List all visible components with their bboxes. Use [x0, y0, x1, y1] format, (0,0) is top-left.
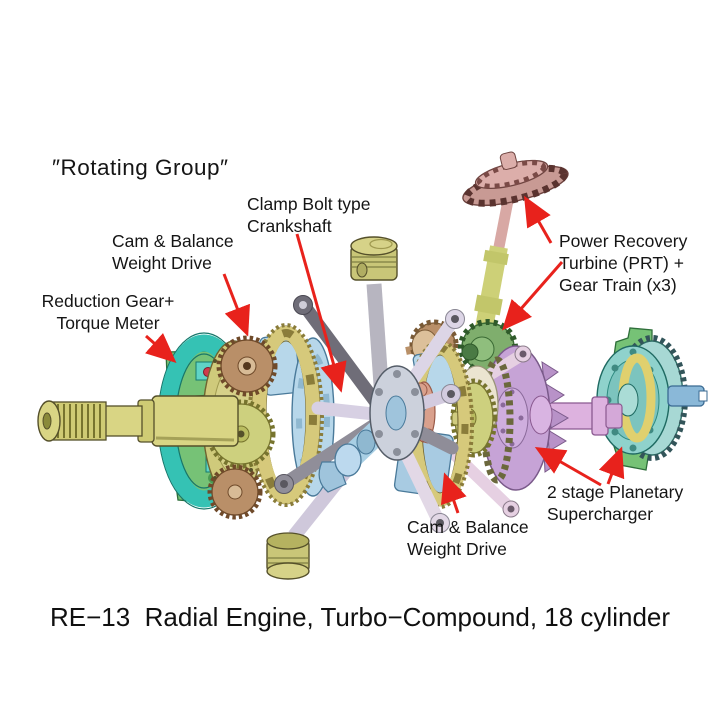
- label-line: Weight Drive: [407, 539, 507, 560]
- figure-title: ″Rotating Group″: [52, 155, 229, 180]
- piston-bottom: [266, 532, 310, 580]
- leader-arrows: [145, 195, 625, 514]
- label-line: Clamp Bolt type: [247, 194, 371, 214]
- label-line: Cam & Balance: [112, 231, 234, 251]
- label-line: Power Recovery: [559, 231, 688, 251]
- label-line: Torque Meter: [56, 313, 160, 334]
- label-line: Crankshaft: [247, 216, 332, 237]
- arrow-reduction-gear-icon: [145, 332, 177, 363]
- label-cam-balance-bottom: Cam & Balance Weight Drive: [407, 516, 529, 560]
- arrow-planetary-right-icon: [598, 446, 625, 485]
- arrow-prt-geartrain-icon: [502, 261, 564, 331]
- label-line: Weight Drive: [112, 253, 212, 274]
- arrow-prt-turbine-icon: [524, 195, 553, 244]
- label-reduction-gear: Reduction Gear+ Torque Meter: [33, 290, 183, 334]
- label-power-recovery: Power Recovery Turbine (PRT) + Gear Trai…: [559, 230, 687, 297]
- label-cam-balance-top: Cam & Balance Weight Drive: [112, 230, 234, 274]
- arrow-clamp-bolt-icon: [295, 233, 347, 393]
- figure-caption: RE−13 Radial Engine, Turbo−Compound, 18 …: [49, 602, 671, 632]
- arrow-planetary-left-icon: [534, 447, 602, 487]
- arrow-cam-balance-bottom-icon: [441, 472, 467, 514]
- output-shaft: [37, 395, 239, 447]
- label-line: Gear Train (x3): [559, 275, 677, 296]
- planetary-supercharger: [596, 327, 708, 471]
- supercharger-input-shaft: [544, 396, 623, 436]
- label-line: Cam & Balance: [407, 517, 529, 537]
- label-line: 2 stage Planetary: [547, 482, 684, 502]
- arrow-cam-balance-top-icon: [222, 273, 250, 337]
- label-clamp-bolt-crankshaft: Clamp Bolt type Crankshaft: [247, 193, 371, 237]
- label-line: Supercharger: [547, 504, 654, 525]
- label-line: Reduction Gear+: [41, 291, 175, 311]
- label-planetary-supercharger: 2 stage Planetary Supercharger: [547, 481, 683, 525]
- crankshaft: [318, 365, 425, 493]
- label-line: Turbine (PRT) +: [559, 253, 684, 274]
- piston-top: [350, 236, 398, 281]
